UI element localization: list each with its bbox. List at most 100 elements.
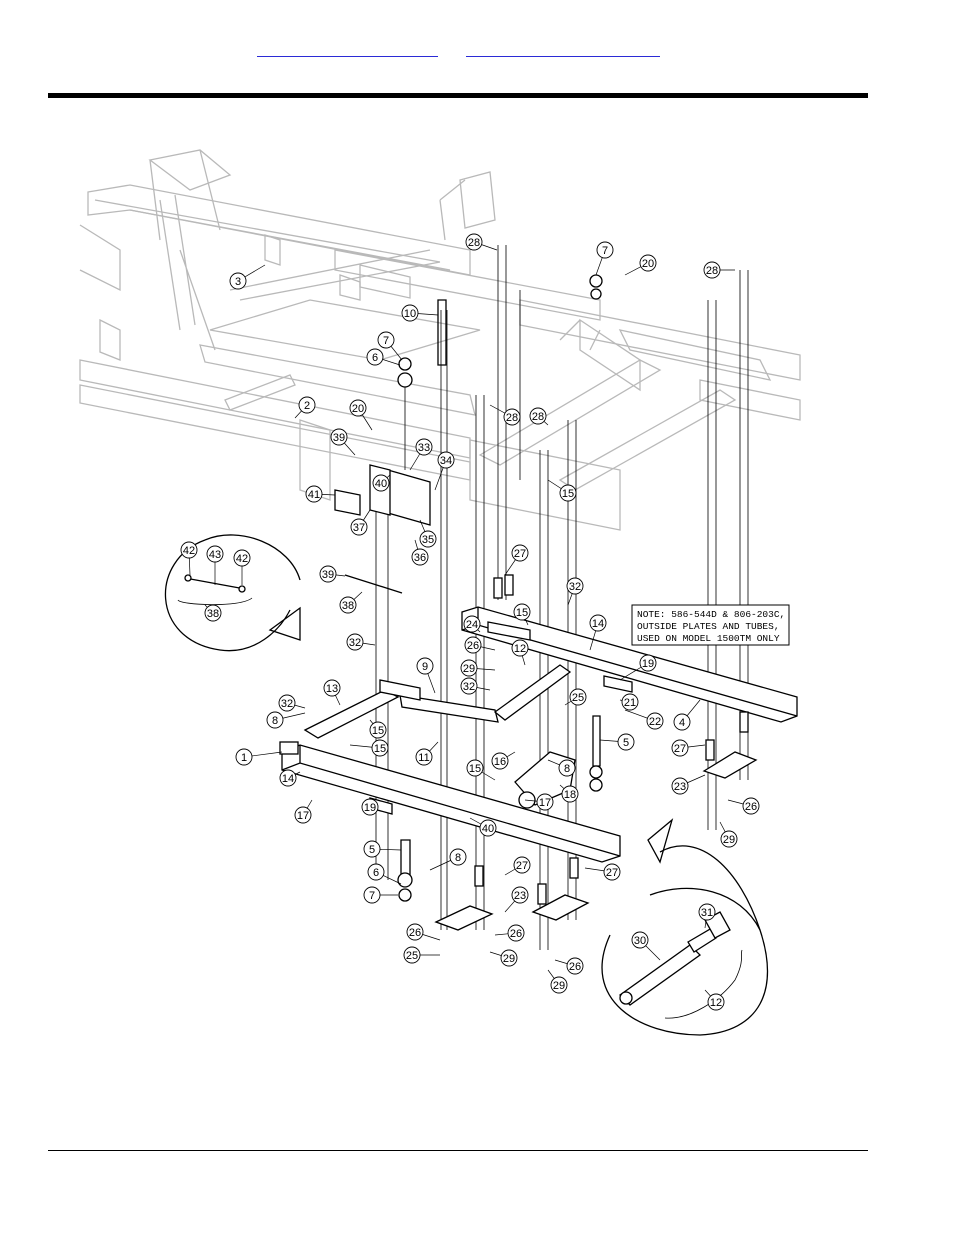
callout-25: 25 <box>564 688 587 706</box>
callout-12: 12 <box>511 639 529 666</box>
callout-2: 2 <box>294 396 316 419</box>
callout-label: 19 <box>364 802 376 814</box>
callout-14: 14 <box>589 614 607 651</box>
callout-37: 37 <box>350 509 371 536</box>
callout-43: 43 <box>206 545 224 585</box>
callout-label: 23 <box>674 781 686 793</box>
callout-7: 7 <box>363 886 398 904</box>
callout-circle <box>529 407 547 425</box>
callout-circle <box>406 923 424 941</box>
callout-circle <box>235 748 253 766</box>
callout-label: 4 <box>679 717 685 729</box>
hitch-assembly <box>279 274 798 931</box>
header-link-2[interactable] <box>466 42 660 57</box>
callout-label: 23 <box>514 890 526 902</box>
callout-circle <box>511 886 529 904</box>
callout-26: 26 <box>464 636 496 654</box>
callout-circle <box>350 518 368 536</box>
callout-circle <box>569 688 587 706</box>
callout-15: 15 <box>466 759 496 781</box>
callout-circle <box>361 798 379 816</box>
callout-label: 39 <box>333 432 345 444</box>
callout-circle <box>479 819 497 837</box>
callout-label: 29 <box>503 953 515 965</box>
callout-circle <box>416 657 434 675</box>
callout-label: 32 <box>463 681 475 693</box>
callout-label: 11 <box>418 752 429 764</box>
callout-circle <box>233 549 251 567</box>
callout-circle <box>319 565 337 583</box>
callout-circle <box>330 428 348 446</box>
callout-label: 25 <box>406 950 418 962</box>
callout-42: 42 <box>233 549 251 585</box>
callout-17: 17 <box>524 793 554 811</box>
callout-label: 7 <box>602 245 608 257</box>
callout-label: 32 <box>281 698 293 710</box>
callout-8: 8 <box>266 711 306 729</box>
callout-circle <box>369 721 387 739</box>
callout-35: 35 <box>419 519 437 548</box>
callout-circle <box>513 856 531 874</box>
callout-15: 15 <box>547 479 577 502</box>
callout-24: 24 <box>463 615 481 633</box>
callout-label: 29 <box>723 834 735 846</box>
callout-32: 32 <box>566 577 584 606</box>
callout-circle <box>437 451 455 469</box>
callout-circle <box>465 233 483 251</box>
callout-circle <box>603 863 621 881</box>
callout-19: 19 <box>361 798 379 816</box>
callout-circle <box>742 797 760 815</box>
callout-label: 8 <box>455 852 461 864</box>
callout-circle <box>366 348 384 366</box>
callout-label: 38 <box>342 600 354 612</box>
callout-circle <box>513 603 531 621</box>
callout-circle <box>550 976 568 994</box>
callout-17: 17 <box>294 799 313 824</box>
callout-label: 28 <box>506 412 518 424</box>
callout-label: 15 <box>372 725 384 737</box>
callout-circle <box>346 633 364 651</box>
callout-38: 38 <box>204 604 222 622</box>
callout-8: 8 <box>429 848 467 871</box>
callout-circle <box>491 752 509 770</box>
callout-27: 27 <box>504 856 531 876</box>
callout-circle <box>631 931 649 949</box>
callout-circle <box>503 408 521 426</box>
callout-label: 33 <box>418 442 430 454</box>
callout-circle <box>589 614 607 632</box>
header-link-1[interactable] <box>257 42 438 57</box>
callout-18: 18 <box>559 784 579 803</box>
callout-circle <box>720 830 738 848</box>
callout-circle <box>339 596 357 614</box>
callout-42: 42 <box>180 541 198 576</box>
callout-32: 32 <box>278 694 306 712</box>
callout-circle <box>463 615 481 633</box>
callout-label: 29 <box>553 980 565 992</box>
callout-5: 5 <box>599 733 635 751</box>
callout-label: 39 <box>322 569 334 581</box>
callout-label: 14 <box>592 618 604 630</box>
callout-circle <box>466 759 484 777</box>
callout-7: 7 <box>595 241 614 276</box>
callout-31: 31 <box>698 903 716 929</box>
callout-41: 41 <box>305 485 336 503</box>
callout-circle <box>363 840 381 858</box>
callout-23: 23 <box>504 886 529 913</box>
callout-circle <box>511 639 529 657</box>
callout-38: 38 <box>339 591 363 614</box>
callout-circle <box>415 748 433 766</box>
callout-circle <box>403 946 421 964</box>
callout-circle <box>419 530 437 548</box>
callout-label: 19 <box>642 658 654 670</box>
inset-arm <box>601 818 768 1036</box>
callout-14: 14 <box>279 769 301 787</box>
callout-26: 26 <box>494 924 525 942</box>
callout-40: 40 <box>469 817 497 837</box>
callout-28: 28 <box>703 261 735 279</box>
note-line-1: NOTE: 586-544D & 806-203C, <box>637 609 785 620</box>
callout-circle <box>278 694 296 712</box>
callout-label: 15 <box>374 743 386 755</box>
callout-7: 7 <box>377 331 403 361</box>
callout-23: 23 <box>671 774 706 795</box>
